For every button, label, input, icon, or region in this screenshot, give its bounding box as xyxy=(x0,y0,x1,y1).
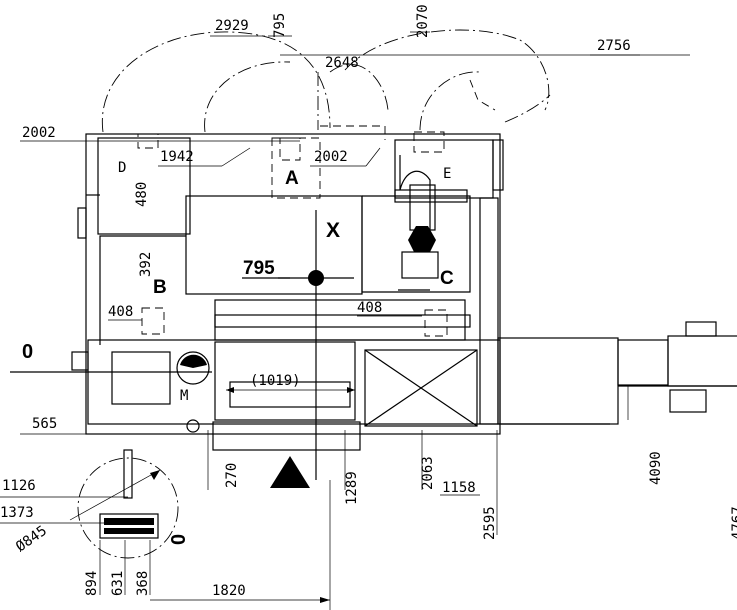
dim-1289: 1289 xyxy=(344,471,360,505)
dim-2648: 2648 xyxy=(325,55,359,71)
label-d: D xyxy=(118,160,126,176)
origin-triangle-marker xyxy=(270,456,310,488)
center-value-795: 795 xyxy=(243,258,275,279)
dim-392: 392 xyxy=(138,252,154,277)
reference-boxes xyxy=(137,131,448,337)
dim-1158: 1158 xyxy=(442,480,476,496)
dim-1942: 1942 xyxy=(160,149,194,165)
spindle-assembly xyxy=(398,155,439,291)
dim-894: 894 xyxy=(84,571,100,596)
label-x: X xyxy=(326,219,340,242)
zero-left: 0 xyxy=(22,341,33,363)
dim-368: 368 xyxy=(135,571,151,596)
dim-845: Ø845 xyxy=(13,523,50,555)
label-c: C xyxy=(440,268,454,289)
label-a: A xyxy=(285,168,299,189)
dim-270: 270 xyxy=(224,463,240,488)
label-m: M xyxy=(180,388,188,404)
dim-2063: 2063 xyxy=(420,456,436,490)
dim-480: 480 xyxy=(134,182,150,207)
zero-bottom: 0 xyxy=(168,534,190,545)
dim-631: 631 xyxy=(110,571,126,596)
dim-2002-mid: 2002 xyxy=(314,149,348,165)
dim-4090: 4090 xyxy=(648,451,664,485)
dim-408-left: 408 xyxy=(108,304,133,320)
dim-1373: 1373 xyxy=(0,505,34,521)
dim-2929: 2929 xyxy=(215,18,249,34)
center-crosshair xyxy=(242,210,354,480)
dim-2756: 2756 xyxy=(597,38,631,54)
dimension-labels: 2929 795 2070 2648 2756 2002 1942 2002 4… xyxy=(0,4,737,599)
dim-795-top: 795 xyxy=(272,13,288,38)
point-labels: A B C D E X M 795 0 0 xyxy=(22,160,454,545)
dim-2595: 2595 xyxy=(482,506,498,540)
label-e: E xyxy=(443,166,451,182)
dim-2070: 2070 xyxy=(415,4,431,38)
dim-1820: 1820 xyxy=(212,583,246,599)
conveyor-extension xyxy=(497,321,737,425)
door-swing-arcs xyxy=(101,29,551,140)
dim-4767: 4767 xyxy=(730,506,737,540)
top-dimension-lines xyxy=(20,31,690,167)
control-panel-area xyxy=(0,449,331,610)
motor-m xyxy=(176,351,210,433)
reference-lines xyxy=(10,315,498,535)
dim-1019: (1019) xyxy=(250,373,301,389)
dim-408-right: 408 xyxy=(357,300,382,316)
dim-2002-left: 2002 xyxy=(22,125,56,141)
machine-body xyxy=(71,133,504,451)
label-b: B xyxy=(153,277,167,298)
dim-1126: 1126 xyxy=(2,478,36,494)
dim-565: 565 xyxy=(32,416,57,432)
